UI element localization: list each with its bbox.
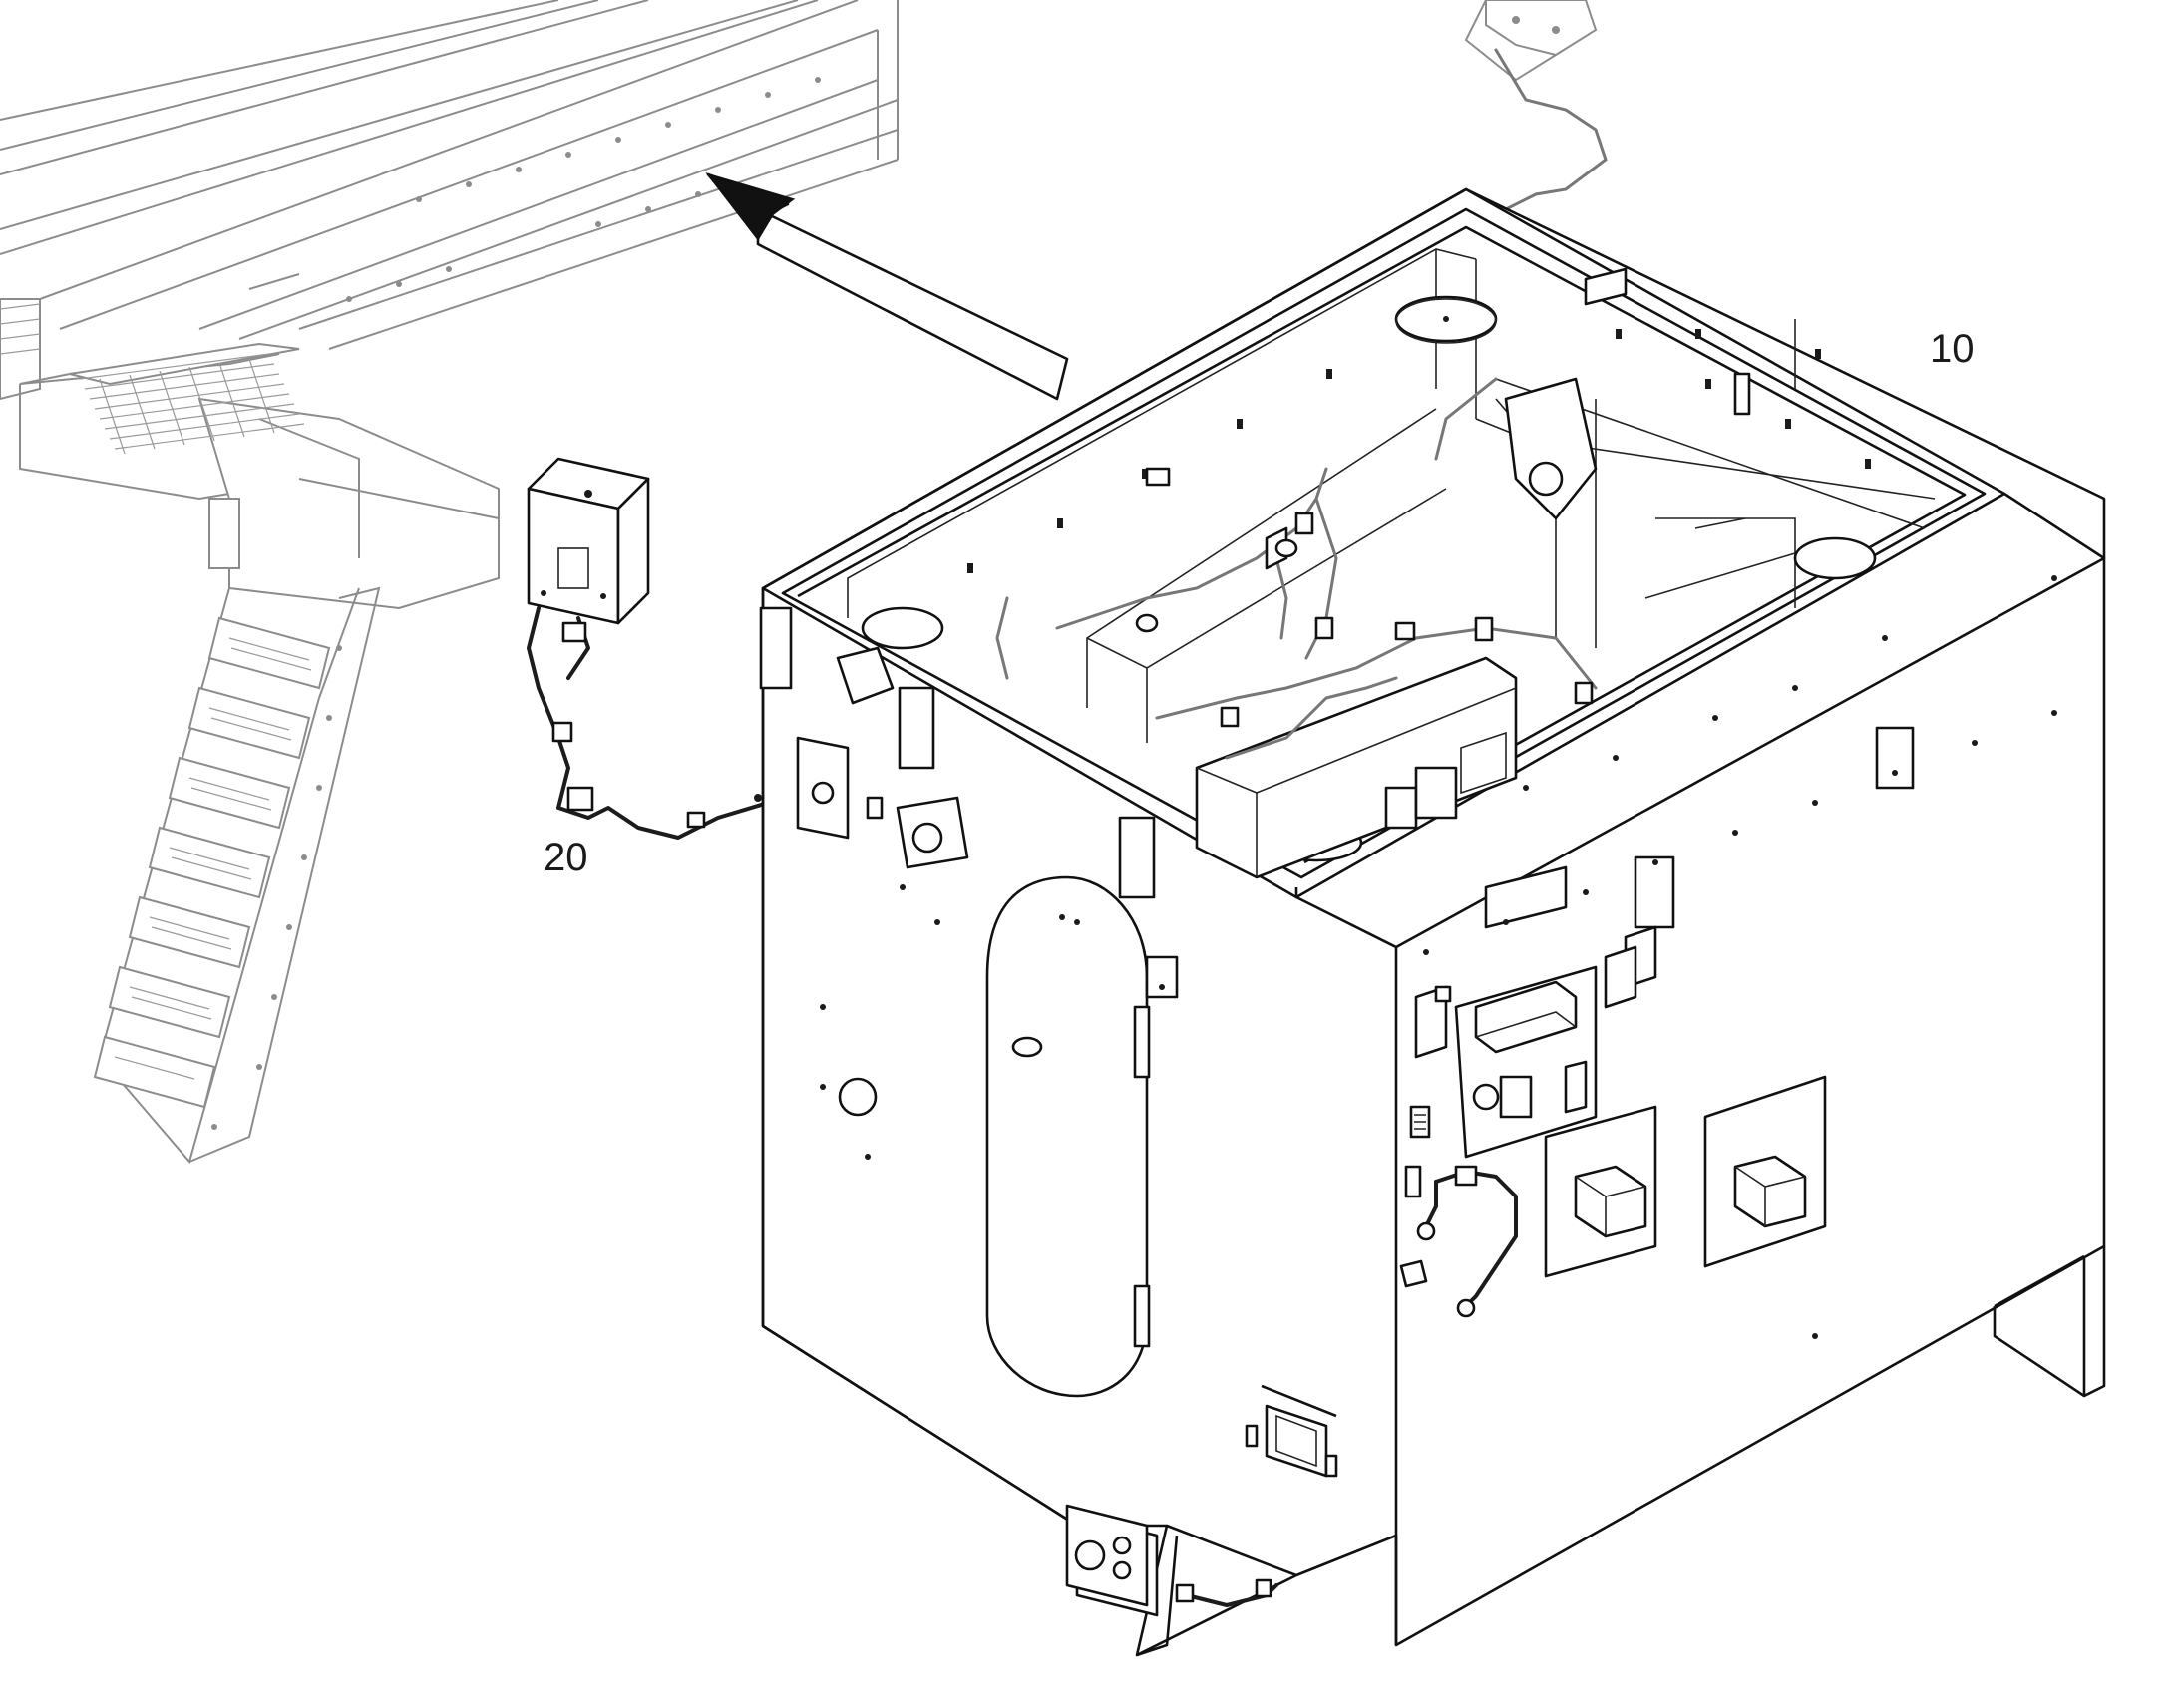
left-face-details <box>759 606 1915 1617</box>
enclosure-interior <box>847 248 1936 879</box>
grated-platform <box>0 298 500 610</box>
walkway-frame <box>0 0 899 350</box>
callout-20: 20 <box>544 836 588 879</box>
rim-hardware <box>967 267 1871 573</box>
interior-cabling <box>995 377 1598 760</box>
direction-arrow <box>705 172 1069 401</box>
upper-bracket <box>1464 0 1608 211</box>
right-face-details <box>1399 575 2057 1339</box>
access-stairs <box>93 586 381 1165</box>
rail-bolts <box>346 77 821 302</box>
grating-pattern <box>0 303 305 455</box>
stair-treads <box>93 616 331 1109</box>
junction-box <box>527 457 650 625</box>
main-enclosure <box>761 187 2106 1657</box>
callout-10: 10 <box>1930 327 1975 371</box>
